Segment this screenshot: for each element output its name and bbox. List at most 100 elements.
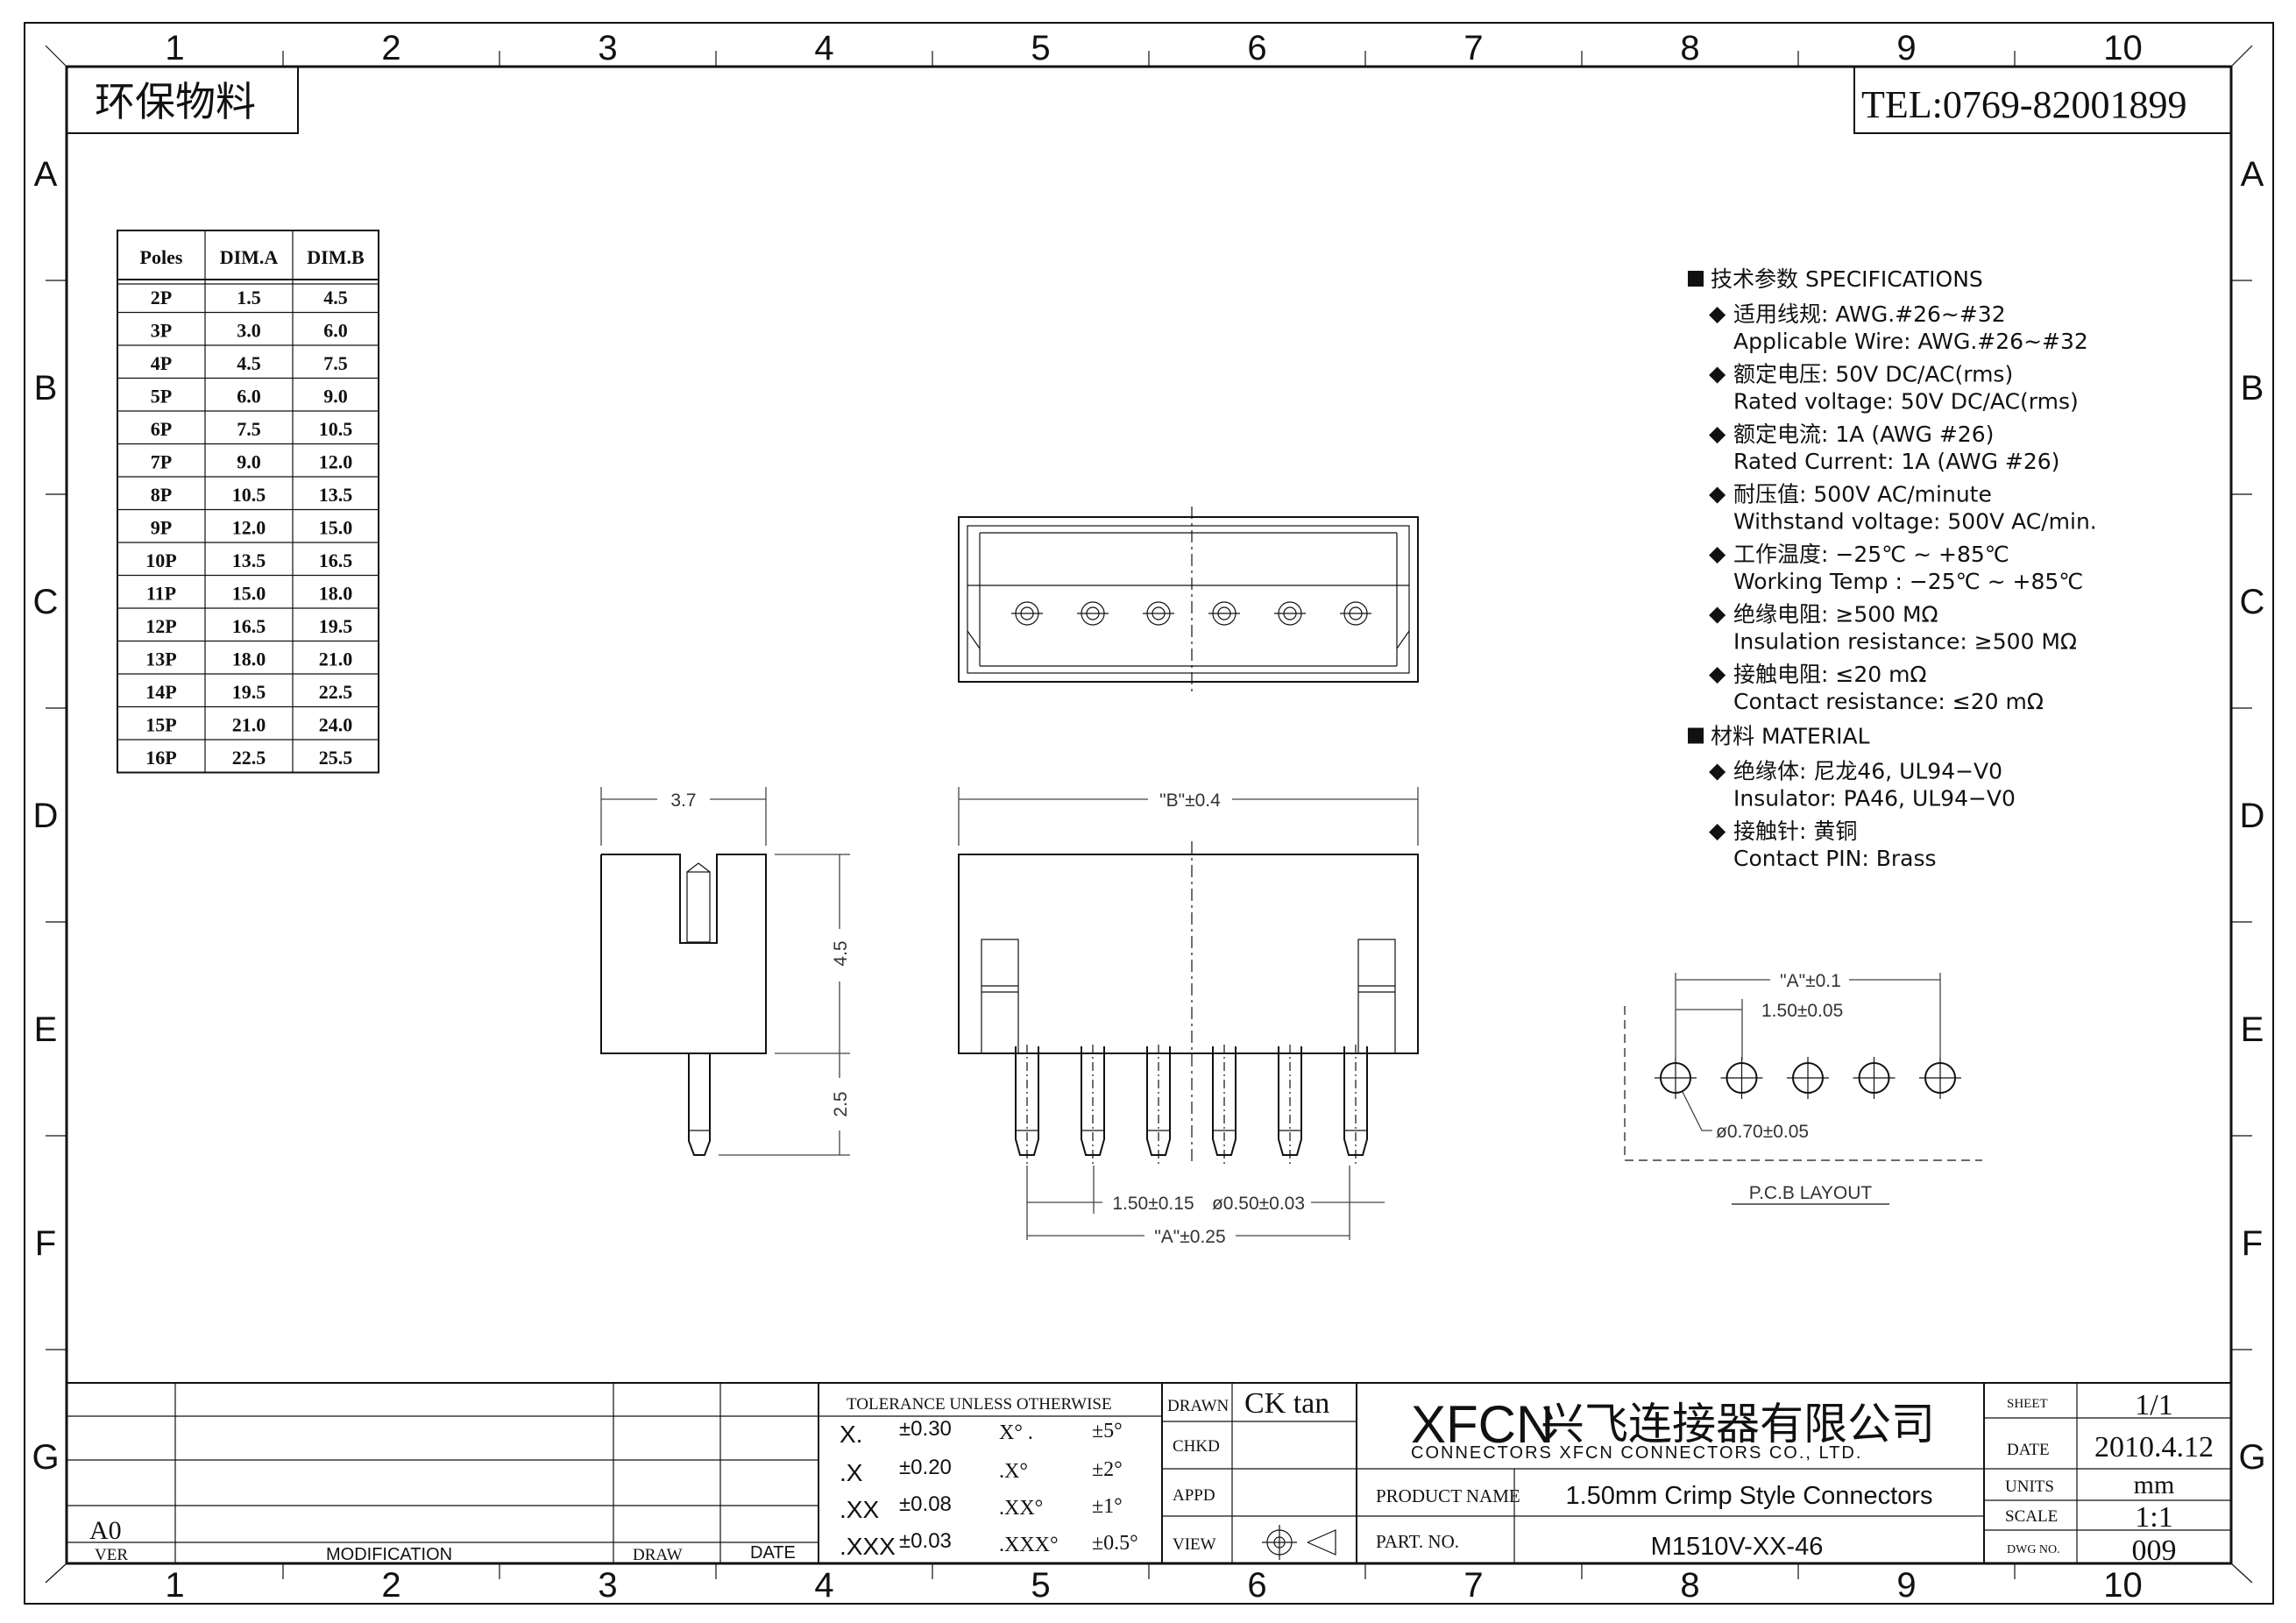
column-label: 8 (1680, 29, 1699, 67)
table-cell: 6P (151, 418, 172, 440)
table-cell: 6.0 (237, 386, 261, 408)
column-label: 5 (1031, 1566, 1050, 1605)
table-cell: 19.5 (319, 615, 353, 637)
table-cell: 12P (145, 615, 176, 637)
table-header: DIM.B (307, 246, 365, 268)
spec-item-zh: 接触针: 黄铜 (1733, 819, 1857, 844)
tolerance-angular-value: ±0.5° (1092, 1532, 1138, 1555)
row-label: E (2241, 1010, 2264, 1049)
column-label: 4 (814, 29, 833, 67)
table-cell: 2P (151, 287, 172, 308)
drawn-value: CK tan (1244, 1387, 1329, 1420)
pcb-layout-title: P.C.B LAYOUT (1749, 1183, 1873, 1203)
tolerance-linear-value: ±0.20 (899, 1456, 952, 1479)
dwg-no-label: DWG NO. (2007, 1543, 2060, 1556)
part-no: M1510V-XX-46 (1651, 1533, 1824, 1561)
table-cell: 22.5 (319, 681, 353, 703)
date-value: 2010.4.12 (2094, 1431, 2214, 1464)
product-name-label: PRODUCT NAME (1376, 1485, 1520, 1506)
spec-item-zh: 耐压值: 500V AC/minute (1733, 482, 1992, 507)
table-cell: 15P (145, 714, 176, 736)
column-label: 1 (165, 1566, 184, 1605)
spec-item-en: Rated Current: 1A (AWG #26) (1733, 449, 2059, 474)
table-cell: 22.5 (232, 747, 266, 769)
table-cell: 13.5 (232, 549, 266, 571)
pcb-layout: "A"±0.1 1.50±0.05 ø0.70±0.05 P.C.B LAYOU… (1624, 971, 1982, 1205)
column-label: 4 (814, 1566, 833, 1605)
draw-label: DRAW (633, 1546, 683, 1564)
column-label: 3 (598, 29, 617, 67)
units-value: mm (2134, 1471, 2175, 1499)
table-cell: 5P (151, 386, 172, 408)
date-label-2: DATE (2007, 1441, 2050, 1459)
spec-item-en: Working Temp : −25℃ ~ +85℃ (1733, 569, 2083, 594)
front-view: "B"±0.4 1.50±0.15 ø0.50±0.03 "A"±0.25 (958, 787, 1419, 1247)
spec-item-en: Rated voltage: 50V DC/AC(rms) (1733, 389, 2079, 415)
pin-dia-dim: ø0.50±0.03 (1212, 1194, 1305, 1214)
sheet-value: 1/1 (2135, 1389, 2172, 1421)
column-label: 9 (1896, 29, 1916, 67)
chkd-label: CHKD (1173, 1437, 1220, 1456)
pcb-pitch-dim: 1.50±0.05 (1761, 1001, 1843, 1021)
table-cell: 12.0 (232, 517, 266, 539)
tolerance-title: TOLERANCE UNLESS OTHERWISE (847, 1395, 1112, 1414)
ver-value: A0 (89, 1516, 122, 1545)
column-label: 6 (1247, 29, 1266, 67)
side-view: 3.7 4.5 2.5 (600, 787, 851, 1156)
spec-item-zh: 适用线规: AWG.#26~#32 (1733, 301, 2006, 327)
row-label: E (34, 1010, 58, 1049)
table-cell: 9P (151, 517, 172, 539)
tolerance-linear-value: ±0.08 (899, 1492, 952, 1516)
column-label: 3 (598, 1566, 617, 1605)
column-label: 7 (1463, 1566, 1483, 1605)
bullet-diamond-icon: ◆ (1709, 361, 1726, 386)
table-cell: 3P (151, 320, 172, 342)
body-width-dim: "B"±0.4 (1159, 790, 1221, 811)
material-section-marker (1688, 727, 1704, 744)
table-border (117, 230, 379, 774)
table-cell: 4.5 (237, 352, 261, 374)
tolerance-linear-value: ±0.03 (899, 1529, 952, 1553)
row-label: B (2241, 369, 2264, 408)
table-cell: 11P (146, 583, 176, 605)
column-label: 2 (381, 1566, 400, 1605)
table-cell: 25.5 (319, 747, 353, 769)
table-cell: 10.5 (319, 418, 353, 440)
row-label: F (2242, 1224, 2263, 1263)
spec-item-zh: 接触电阻: ≤20 mΩ (1733, 662, 1927, 687)
table-cell: 13P (145, 648, 176, 670)
column-label: 8 (1680, 1566, 1699, 1605)
table-cell: 16P (145, 747, 176, 769)
table-cell: 8P (151, 484, 172, 506)
bullet-diamond-icon: ◆ (1709, 421, 1726, 446)
bullet-diamond-icon: ◆ (1709, 481, 1726, 507)
table-header: DIM.A (220, 246, 279, 268)
table-cell: 13.5 (319, 484, 353, 506)
appd-label: APPD (1173, 1486, 1215, 1505)
material-title: 材料 MATERIAL (1711, 724, 1870, 749)
tolerance-linear: X. (840, 1421, 862, 1448)
column-ticks (46, 51, 2252, 1579)
top-view-pins (1011, 601, 1371, 626)
spec-item-en: Contact PIN: Brass (1733, 846, 1937, 871)
row-label: F (35, 1224, 56, 1263)
modification-label: MODIFICATION (326, 1545, 452, 1564)
spec-item-en: Withstand voltage: 500V AC/min. (1733, 509, 2097, 535)
side-width-dim: 3.7 (670, 790, 696, 811)
table-cell: 21.0 (232, 714, 266, 736)
pin-pitch-dim: 1.50±0.15 (1112, 1194, 1194, 1214)
table-cell: 4P (151, 352, 172, 374)
table-cell: 18.0 (319, 583, 353, 605)
column-label: 5 (1031, 29, 1050, 67)
column-label: 7 (1463, 29, 1483, 67)
column-label: 2 (381, 29, 400, 67)
date-label: DATE (750, 1543, 796, 1563)
units-label: UNITS (2005, 1478, 2054, 1496)
dwg-no-value: 009 (2132, 1534, 2177, 1567)
bullet-diamond-icon: ◆ (1709, 758, 1726, 783)
table-cell: 3.0 (237, 320, 261, 342)
